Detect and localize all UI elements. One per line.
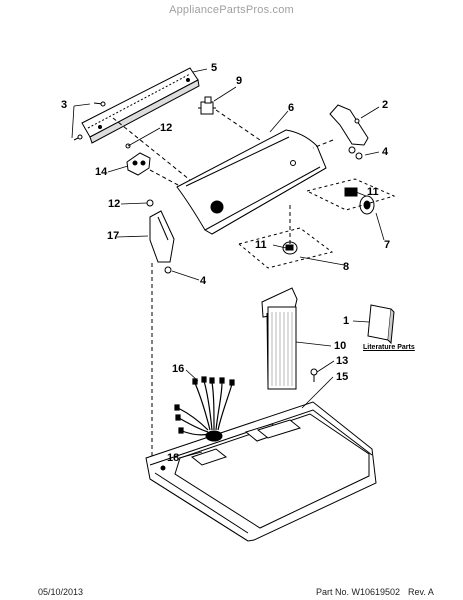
callout-4-right: 4 (382, 146, 389, 158)
callout-17: 17 (107, 230, 120, 242)
callout-16: 16 (172, 363, 185, 375)
part-switch-9 (198, 96, 216, 115)
part-endcap-17 (149, 210, 175, 274)
callout-5: 5 (211, 62, 218, 74)
callout-15: 15 (336, 371, 349, 383)
callout-9: 9 (236, 75, 243, 87)
alignment-lines (112, 109, 334, 460)
callout-7: 7 (384, 239, 391, 251)
footer-date: 05/10/2013 (38, 587, 84, 597)
part-console-rear-panel (81, 67, 200, 144)
callout-18: 18 (167, 452, 180, 464)
callout-8: 8 (343, 261, 350, 273)
footer-part-number: Part No. W10619502 (316, 587, 401, 597)
part-console-6 (176, 129, 327, 235)
callout-11-lower: 11 (255, 239, 267, 251)
callout-1: 1 (343, 315, 350, 327)
callout-12-top: 12 (160, 122, 173, 134)
footer-revision: Rev. A (408, 587, 434, 597)
part-wire-harness-16 (174, 376, 235, 436)
part-screw-13 (310, 368, 318, 382)
part-knob-7 (306, 178, 396, 215)
callout-14: 14 (95, 166, 108, 178)
callout-13: 13 (336, 355, 349, 367)
watermark-text: AppliancePartsPros.com (169, 4, 294, 16)
part-top-panel-15 (145, 401, 377, 542)
part-bracket-2 (329, 104, 369, 160)
callout-leaders (71, 68, 385, 459)
callout-4-left: 4 (200, 275, 207, 287)
part-lint-screen-10 (261, 287, 298, 390)
part-screws-3 (73, 101, 106, 141)
literature-parts-label: Literature Parts (363, 344, 415, 351)
callout-11-right: 11 (367, 186, 379, 198)
callout-2: 2 (382, 99, 389, 111)
callout-6: 6 (288, 102, 295, 114)
part-screws-12 (125, 143, 154, 207)
part-literature-1 (367, 304, 395, 345)
callout-3: 3 (61, 99, 68, 111)
callout-12-left: 12 (108, 198, 121, 210)
part-bracket-14 (126, 152, 151, 176)
callout-10: 10 (334, 340, 347, 352)
